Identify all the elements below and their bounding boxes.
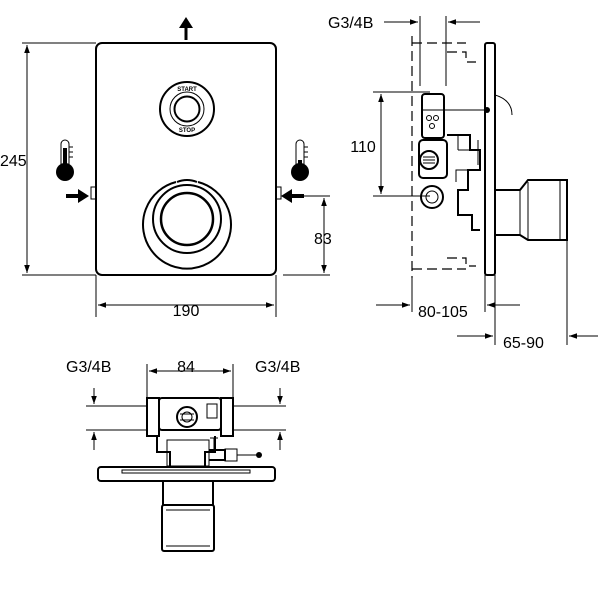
- temperature-knob: [142, 179, 232, 270]
- height-110-dimension: 110: [350, 91, 430, 197]
- height-dimension: 245: [0, 42, 96, 276]
- stop-label: STOP: [179, 128, 195, 134]
- front-view: START STOP: [0, 17, 332, 320]
- offset-dimension: 83: [283, 195, 332, 276]
- handle-dimension: 65-90: [457, 275, 598, 352]
- top-width-label: 84: [177, 359, 195, 376]
- handle-side: [495, 179, 568, 345]
- wall-outline: [412, 42, 466, 270]
- start-label: START: [177, 87, 197, 93]
- start-stop-button: START STOP: [159, 81, 215, 137]
- hot-thermometer-icon: [56, 139, 74, 181]
- top-thread-right-label: G3/4B: [255, 359, 300, 376]
- top-view: 84 G3/4B G3/4B: [66, 359, 300, 552]
- width-label: 190: [173, 303, 200, 320]
- wall-plate: [484, 42, 496, 276]
- side-view: G3/4B 110: [328, 15, 598, 352]
- up-arrow-icon: [179, 17, 193, 40]
- plate-top: [97, 466, 276, 482]
- cold-thermometer-icon: [291, 139, 309, 181]
- depth-label: 80-105: [418, 304, 468, 321]
- depth-dimension: 80-105: [376, 275, 520, 321]
- handle-label: 65-90: [503, 335, 544, 352]
- hot-inlet-arrow-icon: [66, 189, 89, 203]
- valve-body: [418, 93, 490, 231]
- top-width-dimension: 84: [149, 359, 231, 376]
- handle-top: [161, 480, 215, 552]
- top-thread-left-label: G3/4B: [66, 359, 111, 376]
- thread-label: G3/4B: [328, 15, 373, 32]
- height-label: 245: [0, 153, 27, 170]
- height-110-label: 110: [350, 139, 376, 156]
- cover-plate: [95, 42, 277, 276]
- thread-dimension: G3/4B: [328, 15, 480, 32]
- left-notch: [90, 186, 97, 200]
- right-notch: [275, 186, 282, 200]
- valve-body-top: [146, 397, 262, 467]
- offset-label: 83: [314, 231, 332, 248]
- width-dimension: 190: [95, 275, 277, 320]
